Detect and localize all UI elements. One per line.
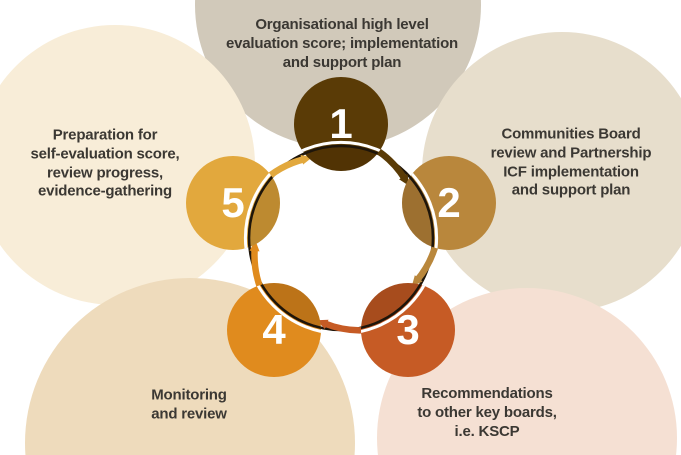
bubble-bottom-right-label: Recommendations to other key boards, i.e…	[417, 384, 557, 440]
step-circle-5	[186, 156, 280, 250]
highlight-arc-1	[294, 140, 388, 171]
step-circle-2	[402, 156, 496, 250]
bubble-left-label: Preparation for self-evaluation score, r…	[30, 126, 180, 200]
step-number-3: 3	[396, 306, 419, 353]
step-circle-4	[227, 283, 321, 377]
bubble-bottom-left-label: Monitoring and review	[151, 386, 227, 422]
ring-over-step-5	[247, 156, 280, 250]
ring-over-step-1	[294, 144, 388, 171]
bubble-right-label: Communities Board review and Partnership…	[490, 125, 652, 199]
step-number-4: 4	[262, 306, 286, 353]
step-circle-1	[294, 77, 388, 171]
ring-over-step-2	[402, 156, 435, 250]
step-number-1: 1	[329, 100, 352, 147]
highlight-arc-2	[402, 156, 439, 250]
step-number-2: 2	[437, 179, 460, 226]
highlight-arc-5	[243, 156, 280, 250]
bubble-top-label: Organisational high level evaluation sco…	[226, 15, 458, 71]
step-circle-3	[361, 283, 455, 377]
step-number-5: 5	[221, 179, 244, 226]
